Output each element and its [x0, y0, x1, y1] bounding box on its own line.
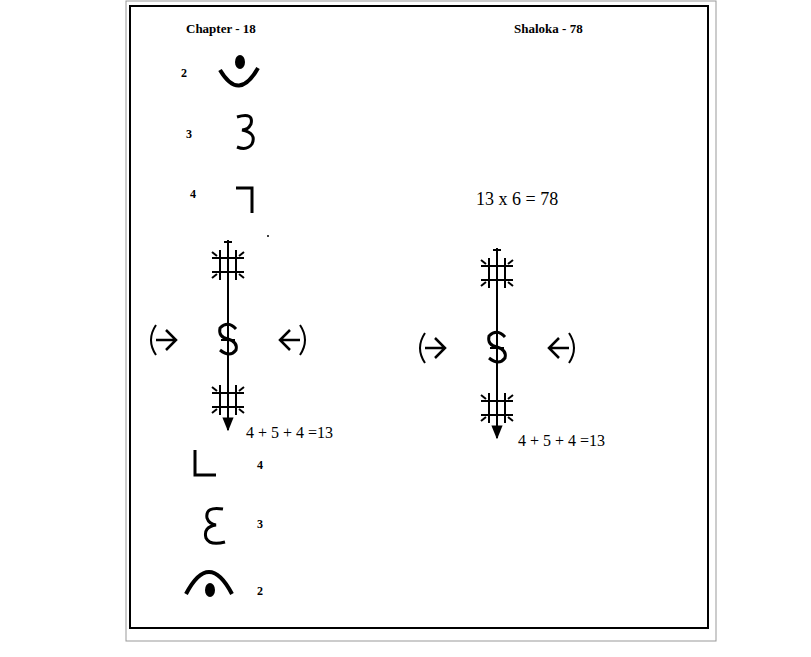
heading-label: Shaloka - 78	[514, 22, 583, 36]
callout-number: 4	[257, 459, 263, 472]
equation-label: 4 + 5 + 4 =13	[246, 424, 333, 442]
callout-number: 2	[257, 585, 263, 598]
callout-number: 3	[186, 128, 192, 141]
callout-number: 4	[190, 188, 196, 201]
heading-label: Chapter - 18	[186, 22, 256, 36]
equation-label: 13 x 6 = 78	[476, 190, 558, 210]
callout-number: 2	[181, 67, 187, 80]
equation-label: 4 + 5 + 4 =13	[518, 432, 605, 450]
callout-number: 3	[257, 518, 263, 531]
